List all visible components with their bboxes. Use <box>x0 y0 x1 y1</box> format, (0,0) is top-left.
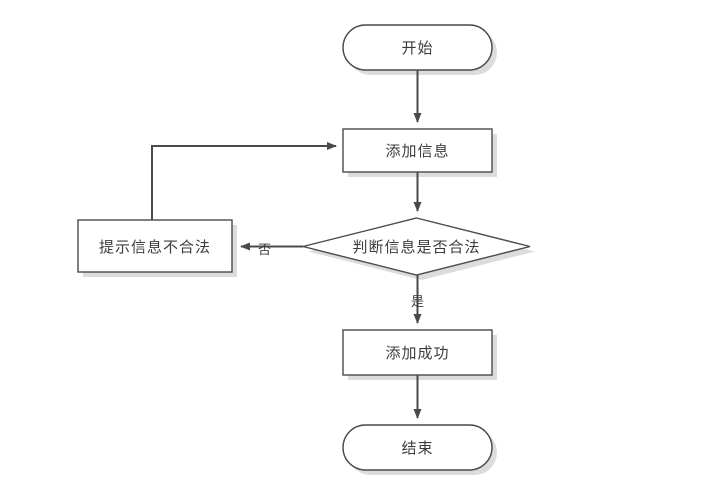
node-invalid-prompt-shape[interactable] <box>77 219 233 273</box>
node-end-shape[interactable] <box>342 424 493 471</box>
node-add-success-shape[interactable] <box>342 329 493 376</box>
edge-invalid-to-add <box>151 142 337 220</box>
node-start-shape[interactable] <box>342 24 493 71</box>
node-add-info-shape[interactable] <box>342 128 493 173</box>
node-validate-shape[interactable] <box>302 217 531 276</box>
